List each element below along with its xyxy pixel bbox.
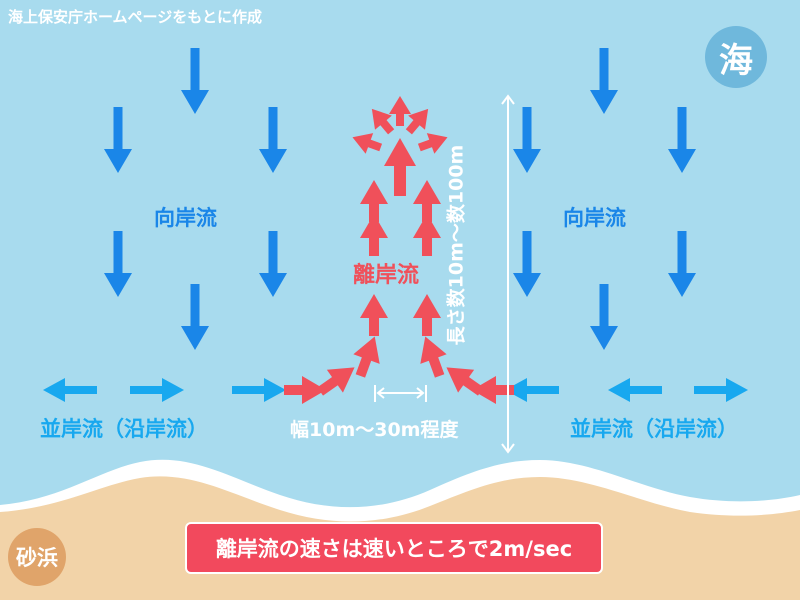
onshore-arrow-icon	[668, 107, 696, 173]
onshore-arrow-icon	[181, 48, 209, 114]
rip-arrow-icon	[348, 126, 385, 158]
width-indicator-icon	[374, 385, 427, 402]
onshore-arrow-icon	[668, 231, 696, 297]
onshore-arrow-icon	[181, 284, 209, 350]
speed-note: 離岸流の速さは速いところで2m/sec	[185, 522, 603, 574]
rip-arrow-icon	[413, 294, 441, 336]
longshore-arrow-icon	[43, 378, 97, 402]
sand-badge: 砂浜	[8, 528, 66, 586]
width-label: 幅10m〜30m程度	[290, 419, 459, 441]
onshore-current-label-right: 向岸流	[563, 206, 626, 230]
rip-arrow-icon	[413, 180, 441, 222]
longshore-arrow-icon	[130, 378, 184, 402]
onshore-arrow-icon	[104, 107, 132, 173]
rip-current-label: 離岸流	[353, 263, 420, 288]
onshore-arrow-icon	[513, 231, 541, 297]
onshore-arrow-icon	[259, 107, 287, 173]
rip-arrow-icon	[438, 355, 489, 403]
rip-arrow-icon	[384, 138, 416, 196]
longshore-arrow-icon	[232, 378, 286, 402]
longshore-current-label-right: 並岸流（沿岸流）	[570, 417, 738, 441]
onshore-arrow-icon	[590, 48, 618, 114]
sea-badge: 海	[705, 26, 767, 88]
onshore-arrow-icon	[104, 231, 132, 297]
length-label: 長さ数10m〜数100m	[445, 144, 468, 346]
longshore-arrow-icon	[694, 378, 748, 402]
rip-arrow-icon	[389, 96, 411, 126]
longshore-current-label-left: 並岸流（沿岸流）	[40, 417, 208, 441]
rip-arrow-icon	[347, 331, 388, 381]
rip-arrow-icon	[360, 294, 388, 336]
onshore-arrow-icon	[259, 231, 287, 297]
source-credit: 海上保安庁ホームページをもとに作成	[8, 8, 262, 26]
onshore-arrow-icon	[513, 107, 541, 173]
longshore-arrow-icon	[608, 378, 662, 402]
rip-arrow-icon	[312, 355, 363, 403]
onshore-current-label-left: 向岸流	[154, 206, 217, 230]
rip-arrow-icon	[360, 180, 388, 222]
length-indicator-icon	[501, 94, 515, 454]
onshore-arrow-icon	[590, 284, 618, 350]
